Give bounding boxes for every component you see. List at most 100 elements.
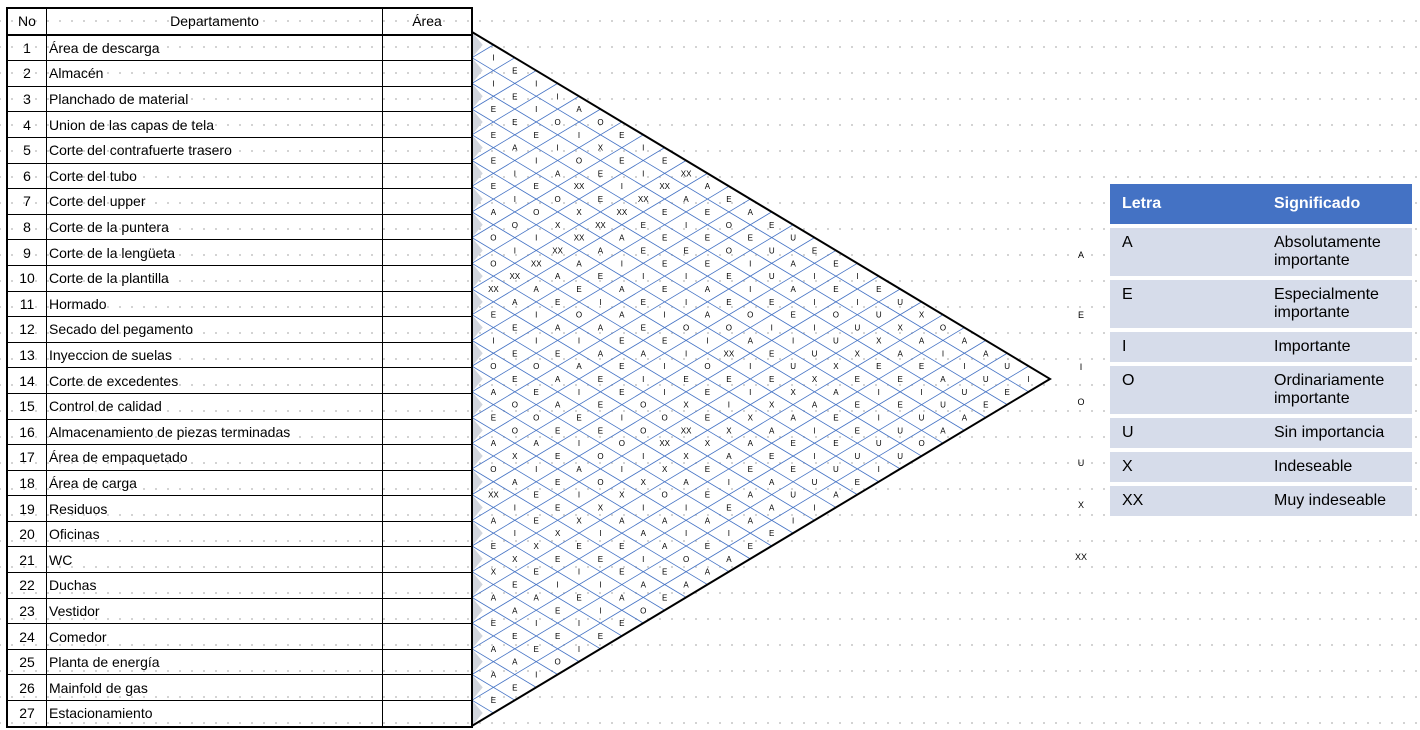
relationship-letter: X [555,529,561,538]
relationship-letter: XX [681,169,692,178]
relationship-letter: A [491,516,497,525]
relationship-letter: O [640,426,646,435]
relationship-letter: I [1027,375,1029,384]
department-number: 25 [6,648,47,676]
department-name: Vestidor [46,597,383,625]
row-connector-tab [472,546,483,572]
relationship-letter: I [642,503,644,512]
relationship-letter: A [683,478,689,487]
relationship-letter: I [792,516,794,525]
relationship-letter: O [619,439,625,448]
relationship-letter: E [833,259,838,268]
row-connector-tab [472,289,483,315]
relationship-letter: E [662,336,667,345]
relationship-letter: E [555,632,560,641]
relationship-letter: I [685,298,687,307]
relationship-letter: E [512,324,517,333]
row-connector-tab [472,391,483,418]
relationship-letter: I [535,79,537,88]
relationship-letter: U [769,246,775,255]
relationship-letter: A [576,259,582,268]
relationship-letter: E [833,414,838,423]
department-area-cell [382,290,473,318]
relationship-letter: E [491,619,496,628]
department-number: 13 [6,341,47,369]
department-number: 22 [6,572,47,599]
no-column-header: No [6,7,47,36]
relationship-letter: X [833,362,839,371]
relationship-letter: I [878,414,880,423]
relationship-letter: I [599,529,601,538]
department-name: Área de empaquetado [46,444,383,471]
relationship-letter: X [512,555,518,564]
relationship-letter: A [769,426,775,435]
relationship-letter: U [897,298,903,307]
relationship-letter: E [619,131,624,140]
department-number: 7 [6,188,47,215]
legend-meaning: Ordinariamente importante [1262,364,1412,414]
relationship-letter: E [705,234,710,243]
relationship-letter: O [747,311,753,320]
relationship-letter: O [726,246,732,255]
relationship-letter: A [983,349,989,358]
relationship-letter: A [662,542,668,551]
relationship-letter: A [576,465,582,474]
legend-letter: A [1110,226,1262,276]
relationship-letter: I [685,503,687,512]
relationship-letter: A [491,388,497,397]
department-name: Corte de la lengüeta [46,239,383,266]
department-number: 16 [6,418,47,446]
relationship-letter: O [640,401,646,410]
relationship-letter: A [705,285,711,294]
relationship-letter: U [897,452,903,461]
matrix-grid-line [471,95,580,161]
relationship-letter: E [662,259,667,268]
relationship-letter: E [705,491,710,500]
matrix-grid-line [471,340,794,534]
department-name: Almacén [46,60,383,87]
relationship-letter: A [534,439,540,448]
relationship-letter: I [749,259,751,268]
row-connector-tab [472,366,483,392]
relationship-letter: E [769,349,774,358]
relationship-letter: A [555,169,561,178]
matrix-grid-line [471,442,708,585]
scale-letter: E [1077,310,1084,320]
relationship-letter: I [706,336,708,345]
department-area-cell [382,85,473,113]
relationship-letter: E [534,568,539,577]
department-number: 24 [6,623,47,650]
row-connector-tab [472,57,483,84]
department-column-header: Departamento [46,7,383,36]
relationship-letter: I [557,92,559,101]
relationship-letter: E [491,542,496,551]
relationship-letter: E [555,478,560,487]
department-area-cell [382,392,473,420]
relationship-letter: E [555,426,560,435]
legend-letter: X [1110,450,1262,482]
matrix-grid-line [471,83,558,136]
matrix-grid-line [471,275,879,521]
department-area-cell [382,572,473,599]
relationship-letter: E [662,157,667,166]
relationship-letter: A [662,516,668,525]
relationship-letter: X [512,452,518,461]
relationship-letter: I [514,246,516,255]
relationship-letter: A [705,516,711,525]
relationship-letter: I [664,362,666,371]
relationship-letter: E [576,414,581,423]
relationship-letter: X [683,452,689,461]
relationship-letter: X [876,336,882,345]
relationship-letter: I [685,529,687,538]
relationship-letter: A [812,401,818,410]
relationship-letter: A [555,324,561,333]
relationship-letter: I [813,272,815,281]
department-number: 20 [6,520,47,548]
relationship-letter: XX [574,182,585,191]
relationship-letter: E [726,298,731,307]
